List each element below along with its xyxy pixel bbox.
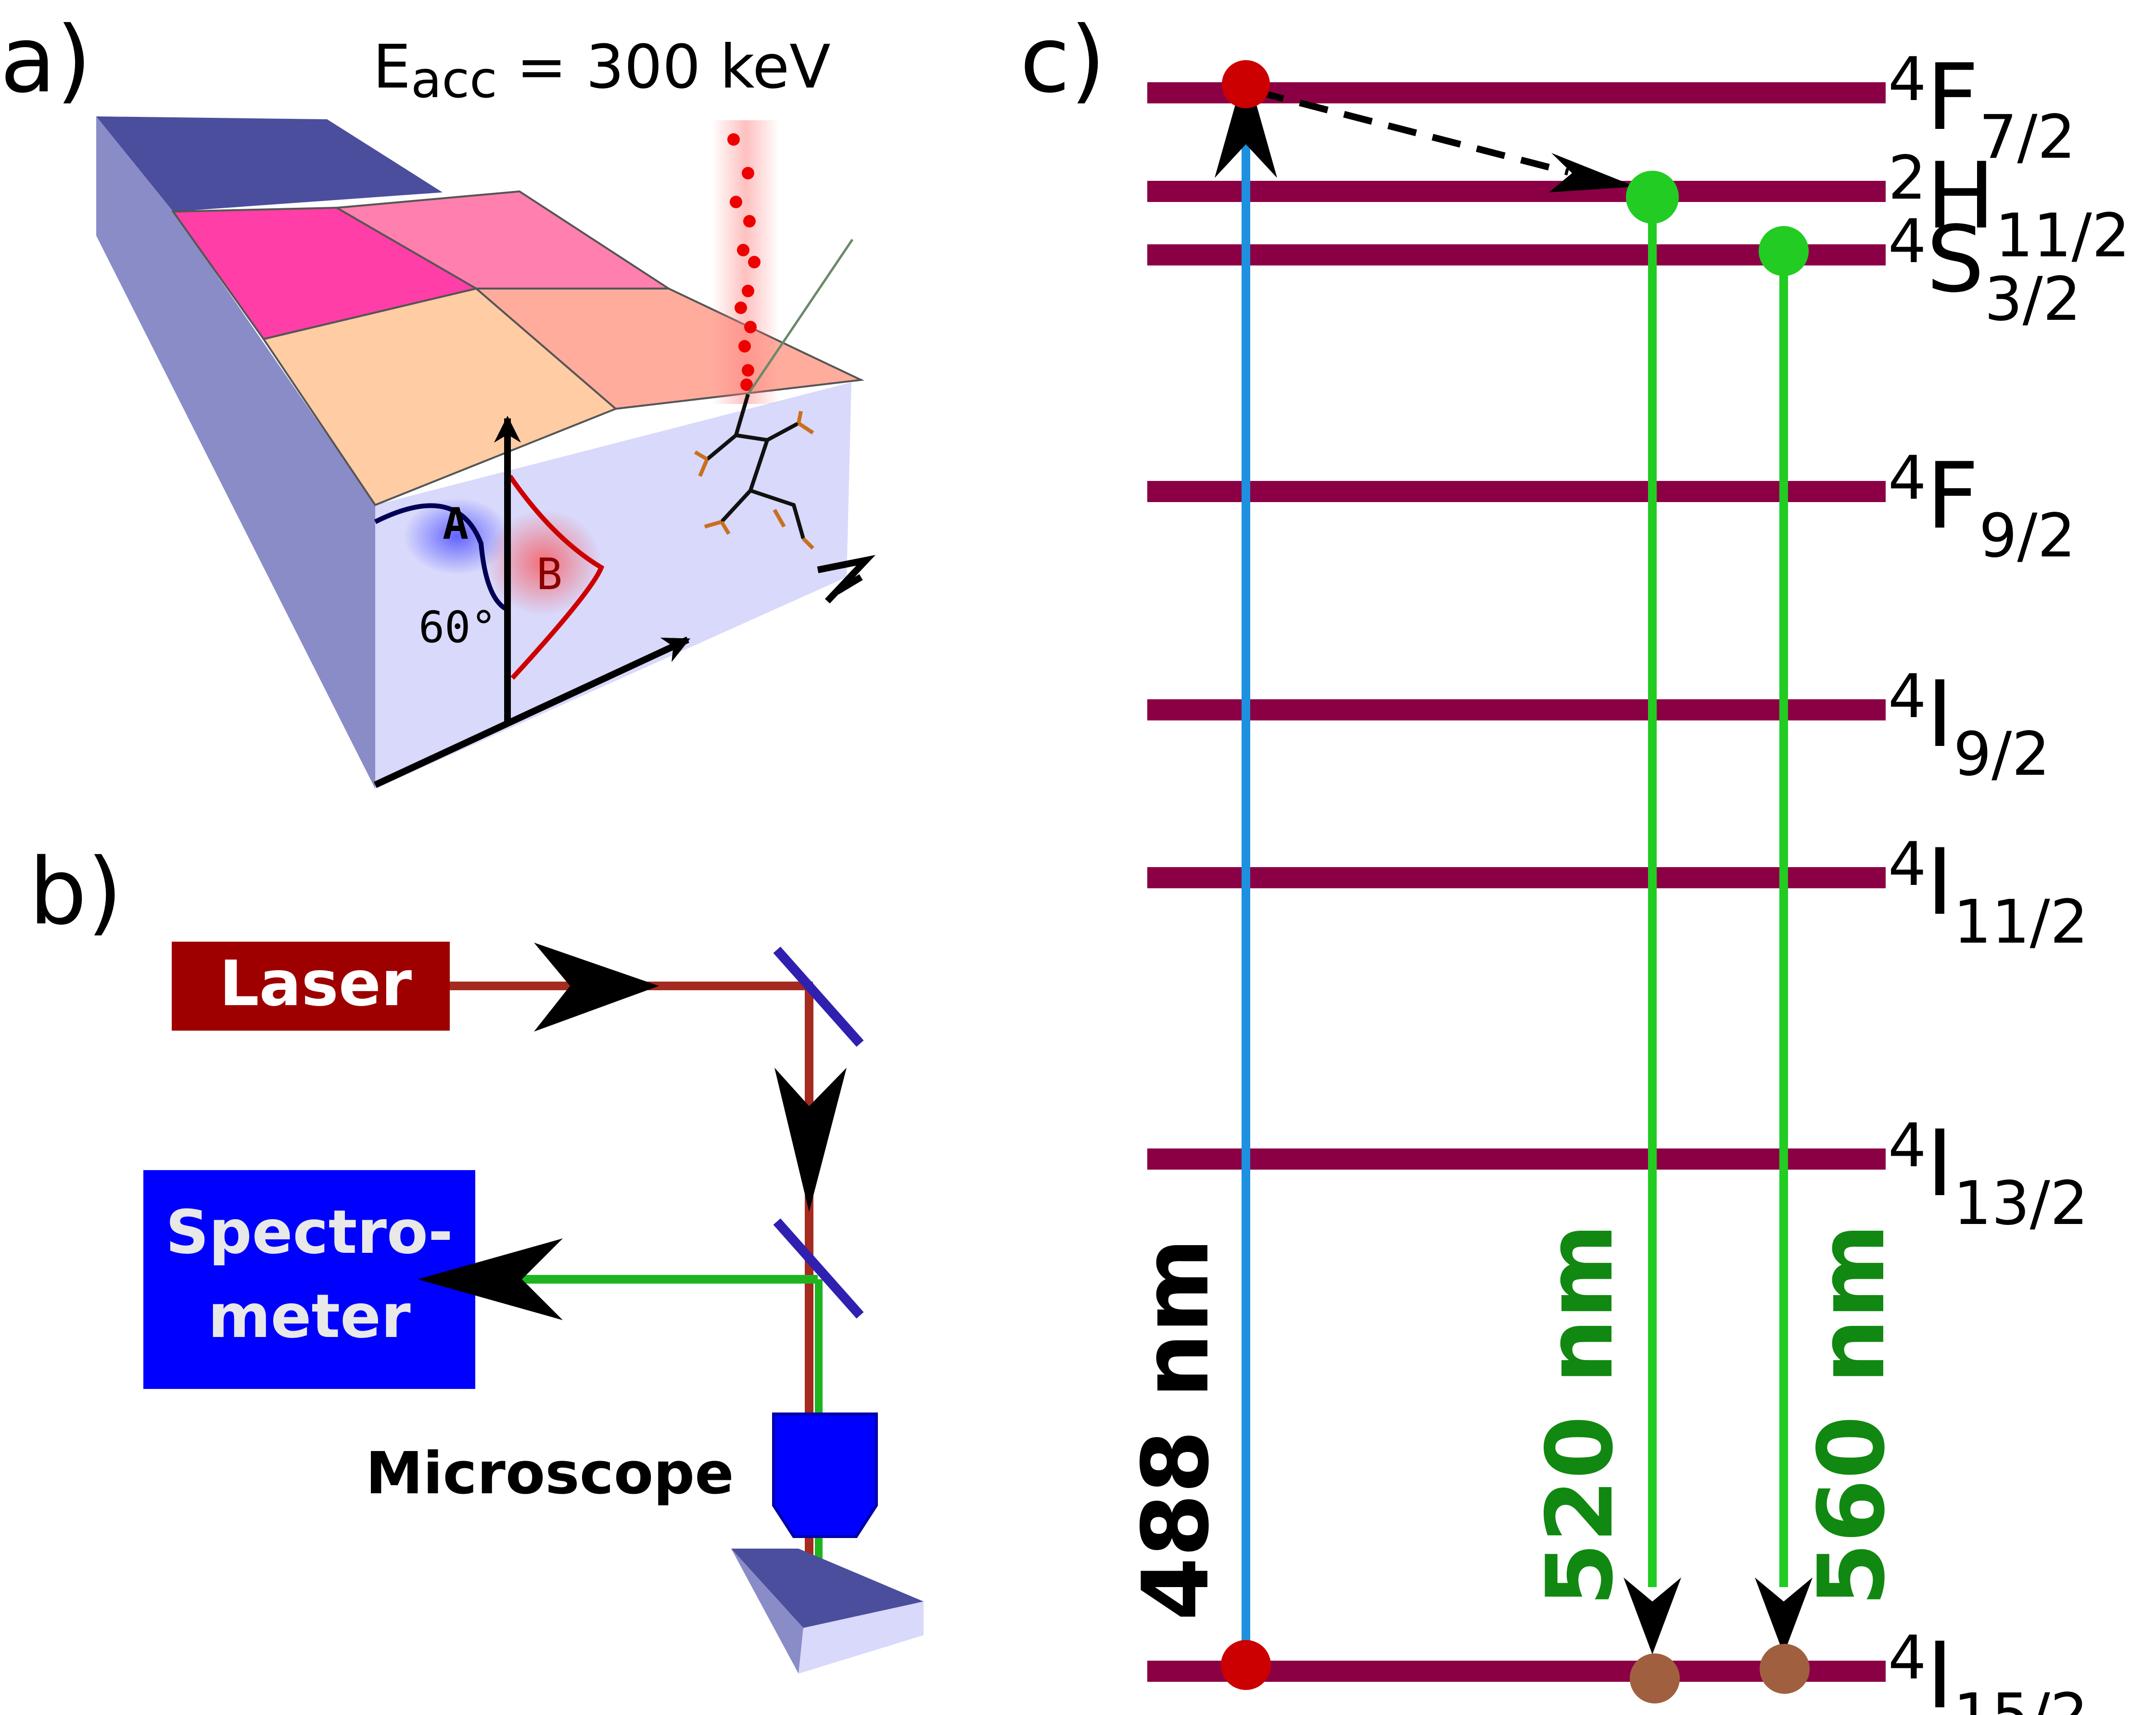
level-superscript: 4: [1888, 1623, 1927, 1693]
level-superscript: 4: [1888, 662, 1927, 731]
level-term: I: [1927, 1110, 1953, 1217]
level-subscript: 7/2: [1979, 102, 2076, 172]
curve-b: [507, 475, 605, 680]
energy-level-label: 4I9/2: [1888, 661, 2050, 789]
level-subscript: 9/2: [1953, 719, 2050, 789]
glow-b: [486, 510, 601, 616]
energy-level-label: 4S3/2: [1888, 206, 2081, 334]
level-superscript: 4: [1888, 1111, 1927, 1181]
panel-a-label: a): [0, 7, 92, 113]
excited-state-dot: [1222, 60, 1270, 108]
nonradiative-arrowhead: [1549, 153, 1636, 192]
laser-box: [172, 942, 450, 1031]
level-superscript: 4: [1888, 207, 1927, 277]
microscope-objective: [772, 1412, 878, 1538]
energy-subscript: acc: [411, 50, 497, 109]
ground-state-dot: [1221, 1640, 1271, 1690]
cascade-tree: [694, 393, 814, 550]
energy-level-label: 4F9/2: [1888, 443, 2076, 571]
transition-label: 560 nm: [1799, 1223, 1905, 1606]
transition-label: 488 nm: [1123, 1238, 1229, 1621]
level-superscript: 2: [1888, 143, 1927, 213]
block-left-side: [96, 116, 375, 789]
energy-levels: 4F7/22H11/24S3/24F9/24I9/24I11/24I13/24I…: [1147, 44, 2130, 1715]
electron-dot: [730, 196, 742, 208]
electron-dot: [742, 167, 754, 179]
level-term: I: [1927, 661, 1953, 768]
electron-dot: [742, 364, 754, 377]
panel-b-label: b): [29, 839, 123, 945]
electron-dot: [727, 133, 740, 146]
ground-state-dot-520: [1630, 1653, 1680, 1703]
level-subscript: 3/2: [1984, 265, 2081, 334]
energy-level-label: 4I11/2: [1888, 829, 2088, 957]
label-angle: 60°: [419, 602, 497, 653]
spectrometer-label-line2: meter: [208, 1282, 411, 1351]
ground-state-dot-560: [1760, 1644, 1810, 1694]
electron-dot: [748, 256, 761, 268]
mirror-beamsplitter: [773, 1218, 864, 1319]
transitions: 488 nm 520 nm 560 nm: [1123, 60, 1905, 1703]
block-top-dark: [96, 116, 443, 212]
level-superscript: 4: [1888, 443, 1927, 513]
arrowhead-spectrometer: [418, 1238, 563, 1320]
energy-symbol: E: [373, 32, 411, 102]
energy-level-label: 2H11/2: [1888, 143, 2130, 271]
electron-dot: [738, 340, 751, 353]
level-term: S: [1927, 206, 1985, 313]
energy-level-label: 4I15/2: [1888, 1623, 2088, 1715]
level-subscript: 15/2: [1953, 1681, 2089, 1715]
h11-state-dot: [1626, 171, 1679, 224]
spectrometer-label-line1: Spectro-: [165, 1198, 453, 1267]
electron-beam: [712, 120, 779, 404]
level-superscript: 4: [1888, 45, 1927, 114]
level-term: F: [1927, 44, 1979, 151]
level-term: H: [1927, 143, 1995, 249]
level-subscript: 11/2: [1953, 887, 2089, 957]
energy-value: = 300 keV: [497, 32, 831, 102]
laser-label: Laser: [219, 947, 412, 1020]
level-subscript: 13/2: [1953, 1169, 2089, 1238]
scatter-line: [747, 239, 854, 395]
curve-a: [374, 503, 507, 611]
sample-wedge-front: [799, 1602, 924, 1674]
transition-560-arrowhead: [1755, 1577, 1813, 1654]
arrowhead-laser: [534, 943, 659, 1032]
panel-a: a) Eacc = 300 keV: [0, 7, 876, 789]
energy-label: Eacc = 300 keV: [373, 32, 831, 109]
energy-level-label: 4I13/2: [1888, 1110, 2088, 1238]
level-superscript: 4: [1888, 830, 1927, 899]
label-a: A: [443, 499, 469, 549]
level-subscript: 9/2: [1979, 501, 2076, 571]
transition-488-arrowhead: [1215, 67, 1277, 178]
electron-dot: [740, 378, 753, 391]
label-b: B: [536, 549, 562, 600]
arrowhead-down: [774, 1068, 847, 1212]
level-subscript: 11/2: [1995, 201, 2130, 271]
panel-b: b) Laser Spectro- meter Microscope: [29, 839, 924, 1674]
transition-520-arrowhead: [1623, 1577, 1681, 1654]
axis-break-symbol: [817, 555, 876, 604]
s3-state-dot: [1759, 226, 1809, 276]
electron-dot: [742, 285, 754, 297]
electron-dot: [744, 321, 757, 333]
axis-front: [374, 636, 691, 788]
nonradiative-transfer-line: [1255, 88, 1569, 176]
level-term: I: [1927, 829, 1953, 935]
transition-label: 520 nm: [1527, 1223, 1633, 1606]
electron-dot: [737, 244, 749, 256]
panel-c-label: c): [1020, 7, 1106, 113]
microscope-label: Microscope: [366, 1440, 734, 1507]
sample-wedge-side: [731, 1549, 803, 1674]
electron-dot: [743, 215, 756, 227]
mirror-top: [773, 946, 864, 1047]
level-term: I: [1927, 1623, 1953, 1715]
block-front-face: [375, 382, 851, 789]
level-term: F: [1927, 443, 1979, 549]
energy-level-label: 4F7/2: [1888, 44, 2076, 172]
electron-dot: [735, 302, 747, 314]
sample-wedge-top: [731, 1549, 924, 1628]
panel-c: c) 4F7/22H11/24S3/24F9/24I9/24I11/24I13/…: [1020, 7, 2130, 1715]
